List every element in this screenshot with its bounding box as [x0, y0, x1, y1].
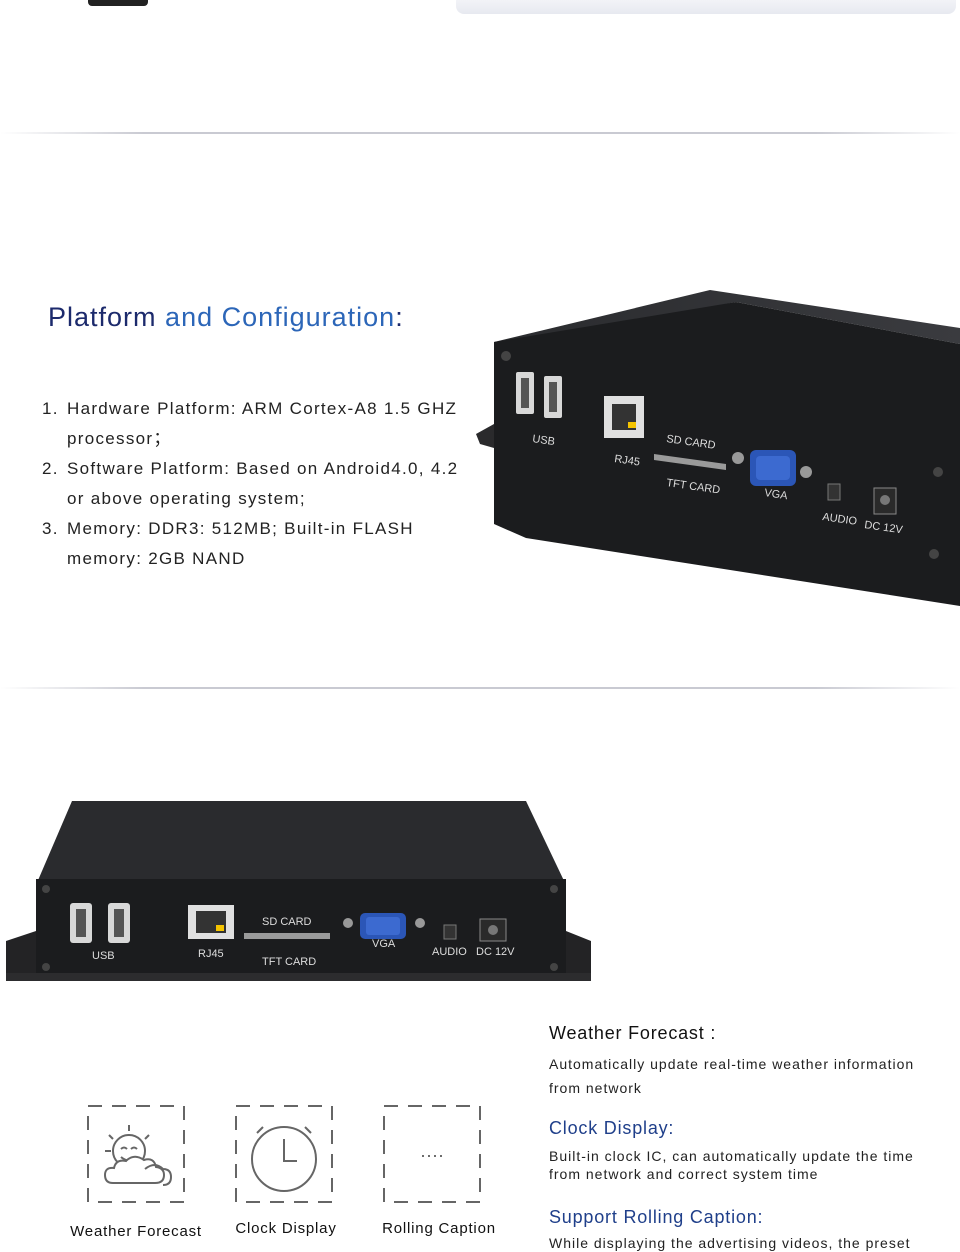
spec-item: 2. Software Platform: Based on Android4.…	[42, 454, 472, 514]
clock-display-heading: Clock Display:	[549, 1118, 675, 1138]
title-word-platform: Platform	[48, 302, 157, 332]
rolling-caption-dots: ····	[420, 1145, 444, 1165]
rolling-caption-label: Rolling Caption	[382, 1220, 496, 1237]
spec-text: Software Platform: Based on Android4.0, …	[67, 459, 459, 508]
rolling-caption-icon: ····	[383, 1105, 481, 1203]
platform-title: Platform and Configuration:	[48, 302, 404, 333]
spec-text: Memory: DDR3: 512MB; Built-in FLASH memo…	[67, 519, 414, 568]
spec-number: 3.	[42, 519, 59, 538]
spec-item: 1. Hardware Platform: ARM Cortex-A8 1.5 …	[42, 394, 472, 454]
spec-item: 3. Memory: DDR3: 512MB; Built-in FLASH m…	[42, 514, 472, 574]
dc-port-label: DC 12V	[476, 946, 515, 958]
rolling-caption-heading: Support Rolling Caption:	[549, 1207, 764, 1227]
tft-card-label: TFT CARD	[262, 956, 316, 968]
weather-forecast-description: Automatically update real-time weather i…	[549, 1056, 915, 1096]
weather-forecast-label: Weather Forecast	[70, 1223, 202, 1240]
spec-number: 1.	[42, 399, 59, 418]
device-bottom-edge	[88, 0, 148, 6]
weather-icon	[87, 1105, 185, 1203]
usb-port-label: USB	[92, 950, 115, 962]
audio-port-label: AUDIO	[822, 511, 859, 528]
title-word-configuration: and Configuration	[165, 302, 396, 332]
spec-list: 1. Hardware Platform: ARM Cortex-A8 1.5 …	[42, 394, 472, 574]
clock-display-description: Built-in clock IC, can automatically upd…	[549, 1148, 914, 1182]
dc-port-label: DC 12V	[864, 519, 904, 536]
clock-display-label: Clock Display	[235, 1220, 337, 1237]
rj45-port-label: RJ45	[614, 453, 641, 468]
spec-text: Hardware Platform: ARM Cortex-A8 1.5 GHZ…	[67, 399, 458, 448]
section-divider	[0, 687, 960, 689]
vga-port-label: VGA	[372, 938, 396, 950]
rolling-caption-description: While displaying the advertising videos,…	[549, 1235, 911, 1251]
section-divider	[0, 132, 960, 134]
title-colon: :	[395, 302, 404, 332]
sd-card-label: SD CARD	[262, 916, 312, 928]
top-panel-edge	[456, 0, 956, 14]
vga-port-label: VGA	[764, 487, 789, 502]
weather-forecast-heading: Weather Forecast :	[549, 1023, 717, 1043]
media-player-device-image: USB RJ45 SD CARD TFT CARD VGA AUDIO DC 1…	[476, 290, 960, 606]
usb-port-label: USB	[532, 433, 556, 448]
rj45-port-label: RJ45	[198, 948, 224, 960]
clock-icon	[235, 1105, 333, 1203]
media-player-front-image: USB RJ45 SD CARD TFT CARD VGA AUDIO DC 1…	[6, 801, 591, 981]
spec-number: 2.	[42, 459, 59, 478]
audio-port-label: AUDIO	[432, 946, 467, 958]
